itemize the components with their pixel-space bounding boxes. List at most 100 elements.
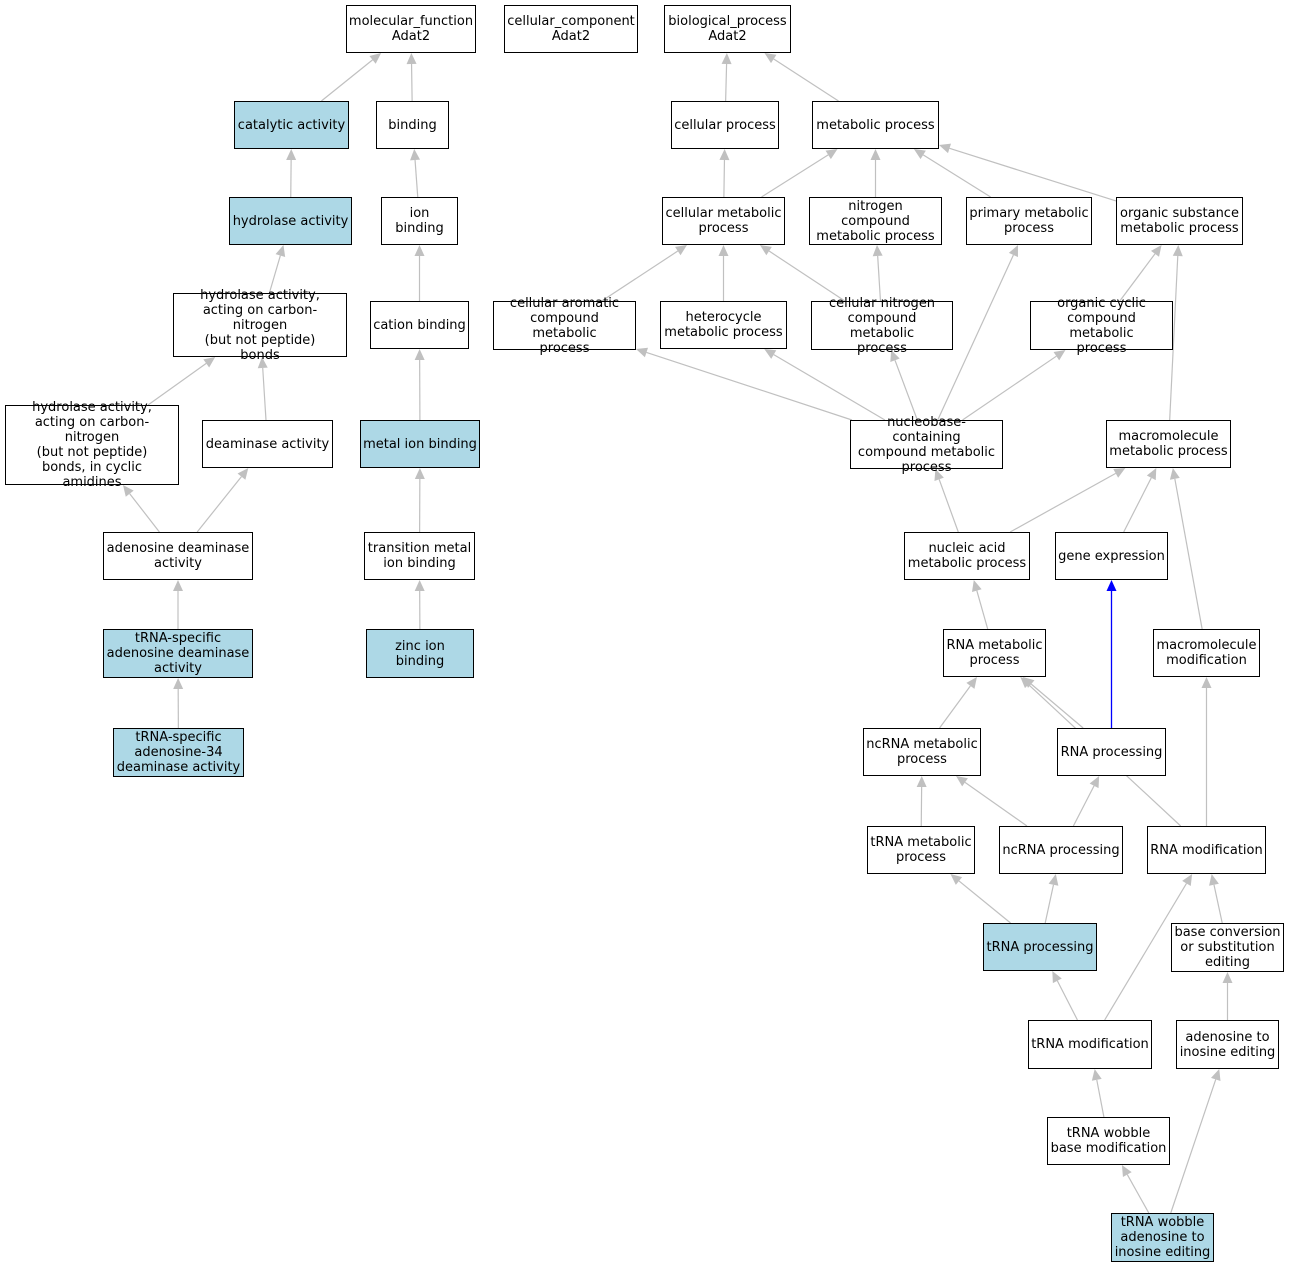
- node-base-conversion[interactable]: base conversion or substitution editing: [1171, 923, 1284, 972]
- node-cellular-aromatic[interactable]: cellular aromatic compound metabolic pro…: [493, 296, 636, 356]
- node-metabolic-process[interactable]: metabolic process: [812, 101, 939, 149]
- arrowhead: [237, 468, 249, 480]
- arrowhead: [1053, 350, 1066, 361]
- arrowhead: [257, 357, 268, 369]
- node-rna-metabolic[interactable]: RNA metabolic process: [943, 629, 1046, 677]
- edge-organic-cyclic-to-organic-substance-metabolic-process: [1119, 253, 1156, 302]
- edge-ion-binding-to-binding: [414, 159, 419, 198]
- node-zinc-ion-binding[interactable]: zinc ion binding: [366, 629, 474, 678]
- edge-trna-modification-to-rna-modification: [1104, 883, 1187, 1021]
- node-trna-specific-ad[interactable]: tRNA-specific adenosine deaminase activi…: [103, 629, 253, 678]
- node-macromolecule-metabolic[interactable]: macromolecule metabolic process: [1106, 420, 1231, 468]
- node-organic-substance-metabolic-process[interactable]: organic substance metabolic process: [1116, 197, 1243, 245]
- node-transition-metal[interactable]: transition metal ion binding: [364, 532, 475, 580]
- edge-hydrolase-cn-cyclic-to-hydrolase-cn: [147, 362, 207, 406]
- arrowhead: [1201, 677, 1212, 688]
- node-nucleic-acid[interactable]: nucleic acid metabolic process: [904, 532, 1030, 580]
- arrowhead: [369, 53, 382, 64]
- edge-rna-metabolic-to-nucleic-acid: [976, 590, 989, 630]
- arrowhead: [1172, 245, 1183, 257]
- node-trna-wobble-base[interactable]: tRNA wobble base modification: [1047, 1117, 1170, 1165]
- node-heterocycle[interactable]: heterocycle metabolic process: [660, 301, 787, 349]
- arrowhead: [956, 776, 968, 787]
- edge-metabolic-process-to-biological-process: [773, 58, 839, 102]
- node-metal-ion-binding[interactable]: metal ion binding: [360, 420, 480, 468]
- edge-cellular-metabolic-process-to-cellular-process: [723, 159, 726, 198]
- node-ncrna-processing[interactable]: ncRNA processing: [999, 826, 1123, 874]
- edge-gene-expression-to-macromolecule-metabolic: [1123, 477, 1152, 533]
- node-ncrna-metabolic[interactable]: ncRNA metabolic process: [863, 728, 981, 776]
- edge-hydrolase-cn-to-hydrolase-activity: [268, 255, 281, 294]
- edge-macromolecule-metabolic-to-organic-substance-metabolic-process: [1169, 255, 1179, 421]
- node-cellular-process[interactable]: cellular process: [671, 101, 779, 149]
- node-trna-modification[interactable]: tRNA modification: [1028, 1020, 1152, 1069]
- edge-nucleic-acid-to-macromolecule-metabolic: [1009, 472, 1116, 533]
- node-nucleobase[interactable]: nucleobase-containing compound metabolic…: [850, 415, 1003, 475]
- node-hydrolase-cn-cyclic[interactable]: hydrolase activity, acting on carbon-nit…: [5, 400, 179, 490]
- arrowhead: [414, 580, 425, 592]
- arrowhead: [1169, 468, 1180, 480]
- node-trna-metabolic[interactable]: tRNA metabolic process: [867, 826, 975, 874]
- node-rna-modification[interactable]: RNA modification: [1147, 826, 1266, 874]
- node-hydrolase-cn[interactable]: hydrolase activity, acting on carbon-nit…: [173, 288, 347, 363]
- edge-binding-to-molecular-function: [410, 63, 413, 102]
- arrowhead: [939, 143, 951, 154]
- node-biological-process[interactable]: biological_process Adat2: [664, 5, 791, 53]
- node-organic-cyclic[interactable]: organic cyclic compound metabolic proces…: [1030, 296, 1173, 356]
- node-binding[interactable]: binding: [376, 101, 449, 149]
- arrowhead: [414, 349, 425, 361]
- arrowhead: [764, 349, 777, 359]
- edge-rna-processing-to-rna-metabolic: [1030, 683, 1084, 729]
- edge-cellular-metabolic-process-to-metabolic-process: [761, 154, 829, 198]
- node-trna-processing[interactable]: tRNA processing: [983, 923, 1097, 971]
- arrowhead: [1182, 874, 1193, 887]
- node-ion-binding[interactable]: ion binding: [381, 197, 458, 245]
- node-gene-expression[interactable]: gene expression: [1055, 532, 1168, 580]
- arrowhead: [890, 350, 900, 363]
- edge-nucleobase-to-cellular-aromatic: [646, 351, 853, 421]
- edge-cellular-nitrogen-to-cellular-metabolic-process: [768, 250, 846, 302]
- edge-nucleic-acid-to-nucleobase: [938, 479, 959, 533]
- node-adenosine-deaminase[interactable]: adenosine deaminase activity: [103, 532, 253, 580]
- arrowhead: [410, 149, 421, 161]
- node-macromolecule-modification[interactable]: macromolecule modification: [1153, 629, 1260, 677]
- node-deaminase-activity[interactable]: deaminase activity: [202, 420, 333, 468]
- edge-adenosine-deaminase-to-hydrolase-cn-cyclic: [129, 493, 160, 533]
- arrowhead: [173, 678, 184, 690]
- arrowhead: [966, 677, 977, 689]
- arrowhead: [1210, 1069, 1221, 1082]
- edge-nucleobase-to-cellular-nitrogen: [894, 360, 918, 421]
- edge-nucleobase-to-heterocycle: [773, 354, 886, 421]
- node-molecular-function[interactable]: molecular_function Adat2: [346, 5, 476, 53]
- arrowhead: [718, 245, 729, 256]
- edge-primary-metabolic-process-to-metabolic-process: [922, 154, 991, 198]
- edge-trna-wobble-adenosine-to-trna-wobble-base: [1126, 1174, 1150, 1214]
- node-trna-wobble-adenosine[interactable]: tRNA wobble adenosine to inosine editing: [1111, 1213, 1214, 1262]
- node-cellular-nitrogen[interactable]: cellular nitrogen compound metabolic pro…: [811, 296, 953, 356]
- node-cellular-metabolic-process[interactable]: cellular metabolic process: [662, 197, 785, 245]
- arrowhead: [122, 485, 134, 497]
- edge-ncrna-processing-to-rna-processing: [1072, 785, 1095, 827]
- node-hydrolase-activity[interactable]: hydrolase activity: [229, 197, 352, 245]
- arrowhead: [913, 149, 926, 160]
- arrowhead: [825, 149, 838, 160]
- edge-macromolecule-modification-to-macromolecule-metabolic: [1174, 478, 1203, 630]
- edge-organic-substance-metabolic-process-to-metabolic-process: [949, 147, 1117, 202]
- node-cellular-component[interactable]: cellular_component Adat2: [504, 5, 638, 53]
- node-nitrogen-compound-metabolic-process[interactable]: nitrogen compound metabolic process: [809, 197, 942, 245]
- arrowhead: [414, 468, 425, 480]
- arrowhead: [950, 874, 963, 885]
- node-cation-binding[interactable]: cation binding: [370, 301, 469, 349]
- node-catalytic-activity[interactable]: catalytic activity: [234, 101, 349, 149]
- arrowhead: [916, 776, 927, 788]
- arrowhead: [872, 245, 883, 257]
- node-rna-processing[interactable]: RNA processing: [1057, 728, 1166, 776]
- arrowhead: [1089, 776, 1100, 789]
- arrowhead: [1052, 971, 1062, 984]
- edge-catalytic-activity-to-molecular-function: [320, 59, 373, 102]
- edge-nucleobase-to-primary-metabolic-process: [937, 254, 1014, 421]
- node-adenosine-inosine[interactable]: adenosine to inosine editing: [1176, 1020, 1279, 1069]
- node-trna-specific-a34[interactable]: tRNA-specific adenosine-34 deaminase act…: [113, 728, 244, 777]
- arrowhead: [636, 347, 649, 358]
- node-primary-metabolic-process[interactable]: primary metabolic process: [966, 197, 1092, 245]
